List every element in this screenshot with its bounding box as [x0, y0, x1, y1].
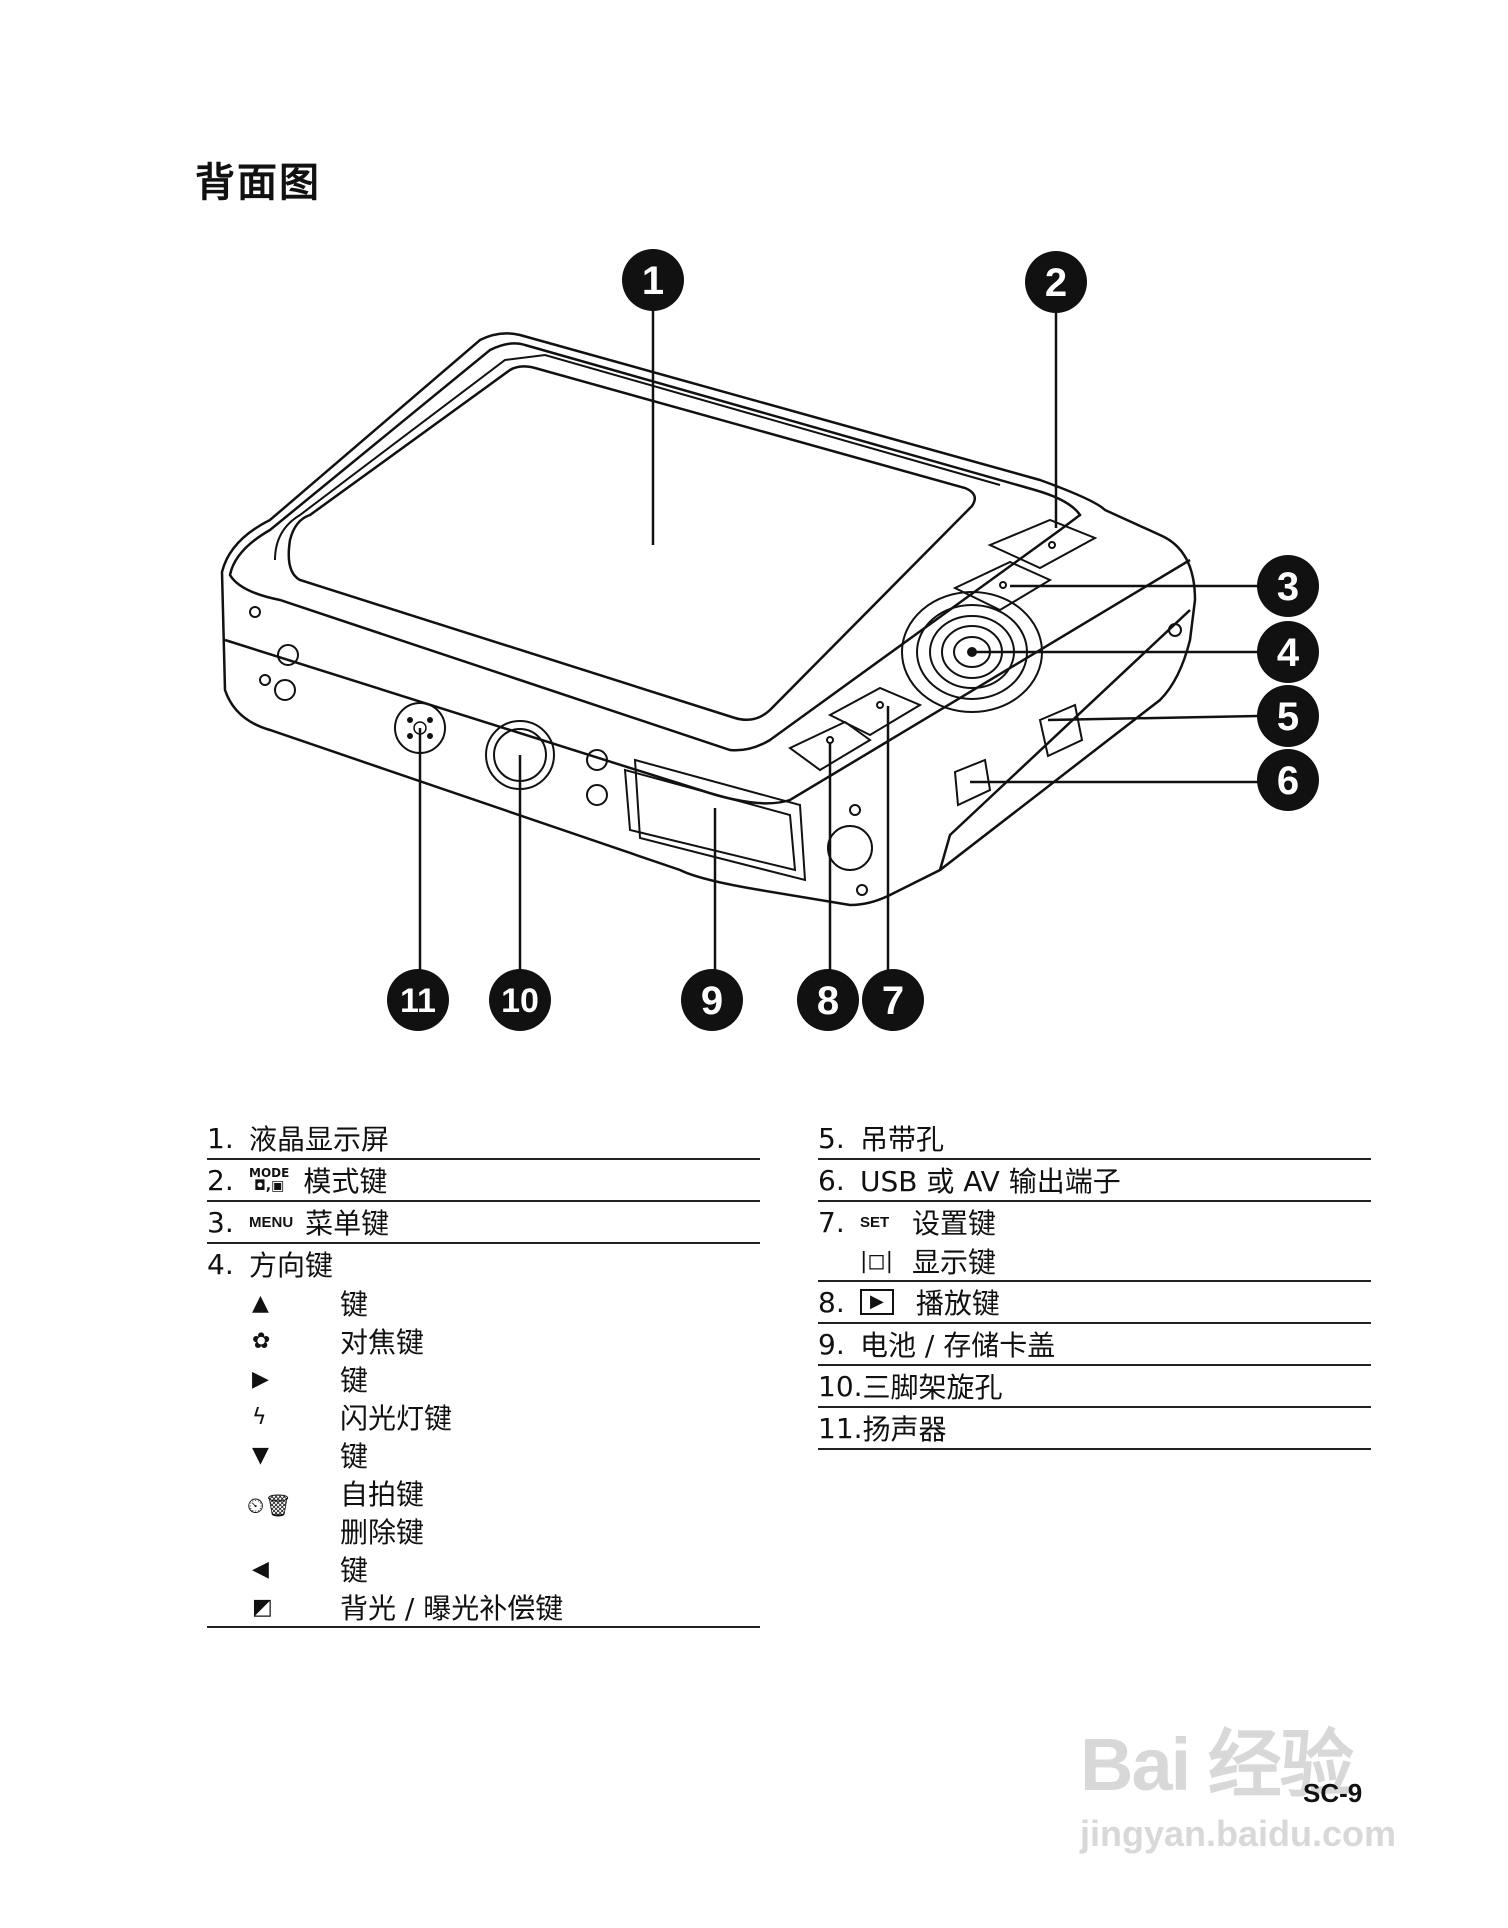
legend-item-11: 11. 扬声器 [818, 1408, 1371, 1450]
callout-6: 6 [1257, 749, 1319, 811]
mode-key-icon: MODE ◘,▣ [249, 1166, 290, 1194]
up-arrow-icon: ▲ [252, 1290, 269, 1316]
set-key-label: SET [860, 1213, 890, 1231]
callout-5: 5 [1257, 685, 1319, 747]
item-number: 5. [818, 1121, 845, 1155]
callout-8: 8 [797, 969, 859, 1031]
svg-text:11: 11 [400, 982, 436, 1020]
item-label: 电池 / 存储卡盖 [860, 1329, 1056, 1362]
item-label: 模式键 [303, 1165, 388, 1198]
sub-item-left: ◀键 [207, 1550, 760, 1588]
item-label: 播放键 [915, 1287, 1000, 1320]
svg-text:9: 9 [701, 979, 723, 1023]
callout-11: 11 [387, 969, 449, 1031]
sub-item-focus: ✿对焦键 [207, 1322, 760, 1360]
legend-item-10: 10. 三脚架旋孔 [818, 1366, 1371, 1408]
playback-icon: ▶ [860, 1289, 894, 1315]
legend-item-9: 9. 电池 / 存储卡盖 [818, 1324, 1371, 1366]
svg-text:5: 5 [1277, 695, 1299, 739]
svg-text:3: 3 [1277, 565, 1299, 609]
item-label: 液晶显示屏 [249, 1123, 390, 1156]
camera-body [220, 332, 1197, 907]
sub-item-down: ▼键 [207, 1436, 760, 1474]
item-number: 6. [818, 1163, 845, 1197]
svg-text:2: 2 [1045, 261, 1067, 305]
watermark-url: jingyan.baidu.com [1080, 1813, 1397, 1854]
self-timer-delete-icon: ⏲🗑 [247, 1494, 293, 1519]
item-label: 设置键 [912, 1207, 997, 1240]
watermark-main: Bai 经验 [1080, 1723, 1354, 1806]
legend-item-2: 2. MODE ◘,▣ 模式键 [207, 1160, 760, 1202]
legend-item-1: 1. 液晶显示屏 [207, 1118, 760, 1160]
legend-right: 5. 吊带孔 6. USB 或 AV 输出端子 7. SET 设置键 |◻| 显… [818, 1118, 1371, 1450]
item-number: 8. [818, 1285, 845, 1319]
down-arrow-icon: ▼ [252, 1442, 269, 1468]
item-label: 吊带孔 [860, 1123, 945, 1156]
flash-icon: ϟ [252, 1404, 267, 1430]
svg-text:6: 6 [1277, 759, 1299, 803]
svg-text:10: 10 [501, 982, 539, 1020]
right-arrow-icon: ▶ [252, 1366, 269, 1392]
baidu-watermark: Bai 经验 jingyan.baidu.com [1080, 1705, 1396, 1854]
item-number: 7. [818, 1205, 845, 1239]
item-number: 11. [818, 1411, 863, 1445]
item-number: 1. [207, 1121, 234, 1155]
item-number: 2. [207, 1163, 234, 1197]
callout-7: 7 [862, 969, 924, 1031]
item-number: 3. [207, 1205, 234, 1239]
display-key-label: 显示键 [912, 1246, 997, 1279]
left-arrow-icon: ◀ [252, 1556, 269, 1582]
item-number: 9. [818, 1327, 845, 1361]
svg-text:7: 7 [882, 979, 904, 1023]
item-label: 三脚架旋孔 [862, 1371, 1003, 1404]
menu-key-label: MENU [249, 1213, 294, 1231]
sub-item-timer-delete: ⏲🗑 自拍键 删除键 [207, 1474, 760, 1550]
item-label: USB 或 AV 输出端子 [860, 1165, 1121, 1198]
callout-9: 9 [681, 969, 743, 1031]
legend-left: 1. 液晶显示屏 2. MODE ◘,▣ 模式键 3. MENU 菜单键 4. … [207, 1118, 760, 1628]
display-key-icon: |◻| [860, 1248, 894, 1274]
item-number: 10. [818, 1369, 863, 1403]
item-label: 方向键 [249, 1249, 334, 1282]
svg-text:8: 8 [817, 979, 839, 1023]
svg-text:1: 1 [642, 259, 664, 303]
legend-item-7: 7. SET 设置键 |◻| 显示键 [818, 1202, 1371, 1282]
self-timer-label: 自拍键 [340, 1478, 425, 1511]
legend-item-8: 8. ▶ 播放键 [818, 1282, 1371, 1324]
delete-label: 删除键 [340, 1516, 425, 1549]
item-number: 4. [207, 1247, 234, 1281]
legend-item-6: 6. USB 或 AV 输出端子 [818, 1160, 1371, 1202]
exposure-compensation-icon: ◩ [252, 1594, 273, 1620]
item-label: 扬声器 [862, 1413, 947, 1446]
callout-1: 1 [622, 249, 684, 311]
buttons [788, 518, 1098, 772]
callout-4: 4 [1257, 621, 1319, 683]
page-title: 背面图 [195, 160, 321, 206]
legend-item-5: 5. 吊带孔 [818, 1118, 1371, 1160]
legend-item-3: 3. MENU 菜单键 [207, 1202, 760, 1244]
sub-item-right: ▶键 [207, 1360, 760, 1398]
item-label: 菜单键 [305, 1207, 390, 1240]
sub-item-up: ▲键 [207, 1284, 760, 1322]
leader-lines [418, 305, 1259, 975]
lcd-screen [274, 353, 1001, 721]
callout-10: 10 [489, 969, 551, 1031]
svg-text:4: 4 [1277, 631, 1300, 675]
sub-item-exposure: ◩背光 / 曝光补偿键 [207, 1588, 760, 1626]
macro-focus-icon: ✿ [252, 1328, 271, 1354]
page-number: SC-9 [1303, 1778, 1363, 1808]
callout-2: 2 [1025, 251, 1087, 313]
callout-3: 3 [1257, 555, 1319, 617]
